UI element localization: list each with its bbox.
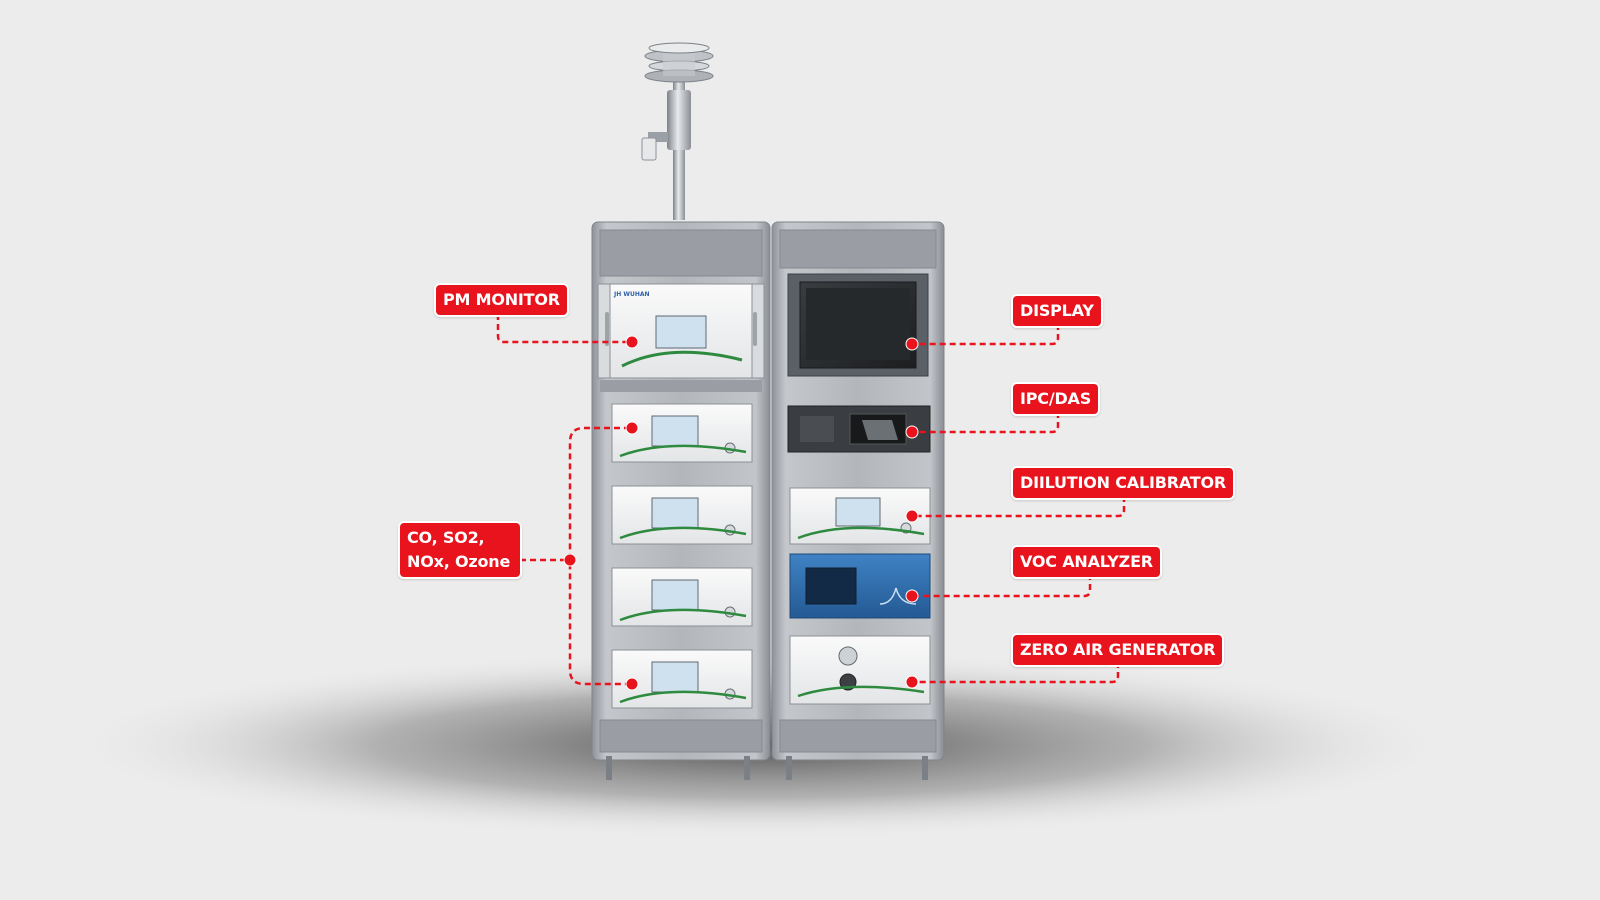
voc-analyzer-label: VOC ANALYZER xyxy=(1011,545,1162,579)
dilution-dot xyxy=(905,509,919,523)
zero-air-dot xyxy=(905,675,919,689)
callout-dots xyxy=(563,335,919,691)
voc-analyzer-unit xyxy=(789,553,931,619)
pm-monitor-label: PM MONITOR xyxy=(434,283,569,317)
gas-analyzer-units xyxy=(611,403,753,709)
voc-connector xyxy=(912,574,1092,598)
gas-label-line-1: CO, SO2, xyxy=(407,528,485,547)
voc-dot xyxy=(905,589,919,603)
gas-dot-bottom xyxy=(625,677,639,691)
ipc-dot xyxy=(905,425,919,439)
display-dot xyxy=(905,337,919,351)
gas-analyzer-unit xyxy=(611,485,753,545)
gas-junction-dot xyxy=(563,553,577,567)
gas-analyzers-label: CO, SO2, NOx, Ozone xyxy=(398,521,522,579)
display-label: DISPLAY xyxy=(1011,294,1103,328)
display-connector xyxy=(912,324,1060,346)
right-cabinet xyxy=(771,221,945,780)
svg-text:JH WUHAN: JH WUHAN xyxy=(613,291,650,298)
gas-label-line-2: NOx, Ozone xyxy=(407,552,511,571)
ipc-das-label: IPC/DAS xyxy=(1011,382,1101,416)
dilution-connector xyxy=(912,496,1126,518)
pm-monitor-unit: JH WUHAN xyxy=(597,283,765,379)
pm-dot xyxy=(625,335,639,349)
dilution-calibrator-label: DIILUTION CALIBRATOR xyxy=(1011,466,1236,500)
pm-connector xyxy=(496,314,630,344)
gas-dot-top xyxy=(625,421,639,435)
callout-lines xyxy=(496,314,1126,686)
zero-air-generator-unit xyxy=(789,635,931,705)
gas-analyzer-unit xyxy=(611,567,753,627)
sampling-inlet xyxy=(641,42,714,220)
display-unit xyxy=(787,273,929,377)
left-cabinet: JH WUHAN xyxy=(591,221,771,780)
zero-air-connector xyxy=(912,662,1120,684)
ipc-connector xyxy=(912,412,1060,434)
zero-air-generator-label: ZERO AIR GENERATOR xyxy=(1011,633,1225,667)
